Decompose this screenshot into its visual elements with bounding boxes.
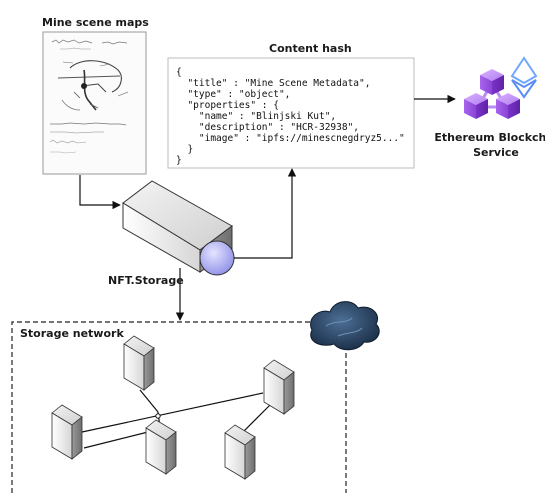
json-line: { xyxy=(176,67,182,78)
json-line: } xyxy=(176,155,182,166)
json-line: "name" : "Blinjski Kut", xyxy=(176,111,336,122)
json-line: "type" : "object", xyxy=(176,89,290,100)
content-hash-json: { "title" : "Mine Scene Metadata", "type… xyxy=(176,67,405,166)
nft-storage-label: NFT.Storage xyxy=(108,274,184,287)
storage-network-boundary xyxy=(11,321,347,493)
storage-node-icon xyxy=(145,419,177,475)
nft-storage-server-icon xyxy=(122,180,235,276)
storage-node-icon xyxy=(123,335,155,391)
content-hash-label: Content hash xyxy=(269,42,352,55)
storage-node-icon xyxy=(51,404,83,460)
network-junction xyxy=(155,413,161,419)
ethereum-label-line1: Ethereum Blockchai xyxy=(434,131,545,144)
map-sketch xyxy=(42,31,147,175)
json-line: "image" : "ipfs://minescnegdryz5..." xyxy=(176,133,405,144)
json-line: "properties" : { xyxy=(176,100,279,111)
storage-network-label: Storage network xyxy=(20,327,124,340)
arrow-map-to-storage xyxy=(79,175,121,210)
storage-node-icon xyxy=(224,424,256,480)
ethereum-logo-icon xyxy=(510,56,538,99)
ethereum-blockchain-icon xyxy=(464,69,520,119)
json-line: "description" : "HCR-32938", xyxy=(176,122,359,133)
json-line: } xyxy=(176,144,193,155)
content-hash-box xyxy=(167,57,415,169)
cloud-icon xyxy=(310,301,380,351)
json-line: "title" : "Mine Scene Metadata", xyxy=(176,78,370,89)
ethereum-label-line2: Service xyxy=(473,146,519,159)
arrow-storage-to-hash xyxy=(234,168,297,259)
mine-maps-label: Mine scene maps xyxy=(42,16,149,29)
